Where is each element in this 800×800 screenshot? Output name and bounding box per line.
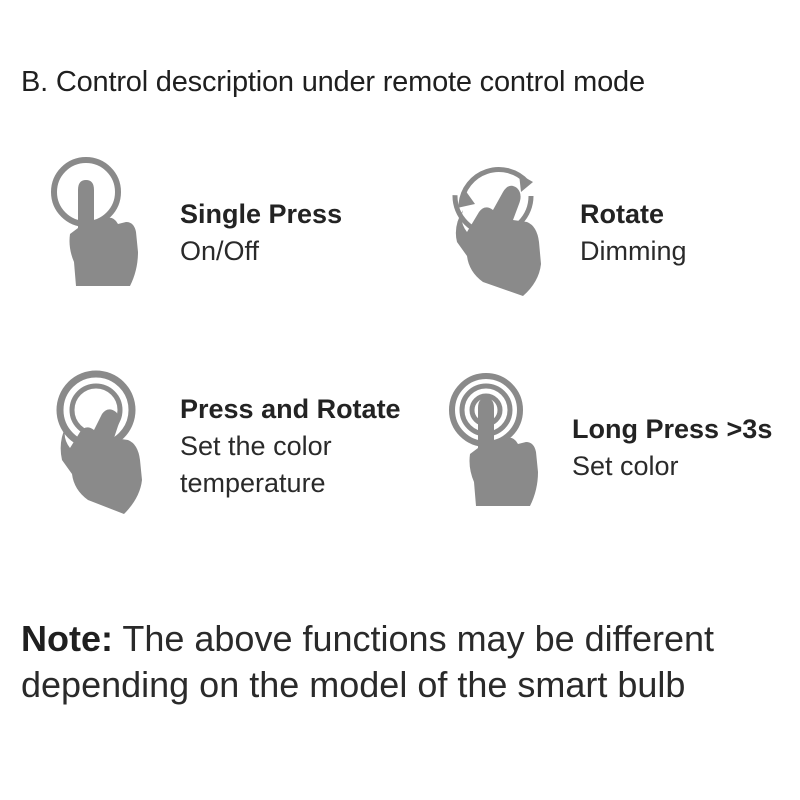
gesture-action: Dimming (580, 236, 687, 266)
note-label: Note: (21, 618, 113, 659)
gesture-action: On/Off (180, 236, 260, 266)
gesture-action-line-1: Set the color (180, 431, 332, 461)
gesture-action-line-2: temperature (180, 468, 326, 498)
long-press-hand-icon (448, 372, 548, 512)
gesture-name: Long Press >3s (572, 414, 773, 444)
press-rotate-hand-icon (52, 370, 152, 520)
note-text: The above functions may be different dep… (21, 618, 715, 705)
gesture-name: Rotate (580, 199, 665, 229)
section-title: B. Control description under remote cont… (21, 66, 645, 98)
gesture-action: Set color (572, 451, 679, 481)
note: Note: The above functions may be differe… (21, 616, 791, 708)
gesture-name: Press and Rotate (180, 394, 401, 424)
gesture-name: Single Press (180, 199, 343, 229)
single-press-hand-icon (48, 152, 148, 292)
rotate-hand-icon (445, 152, 555, 302)
